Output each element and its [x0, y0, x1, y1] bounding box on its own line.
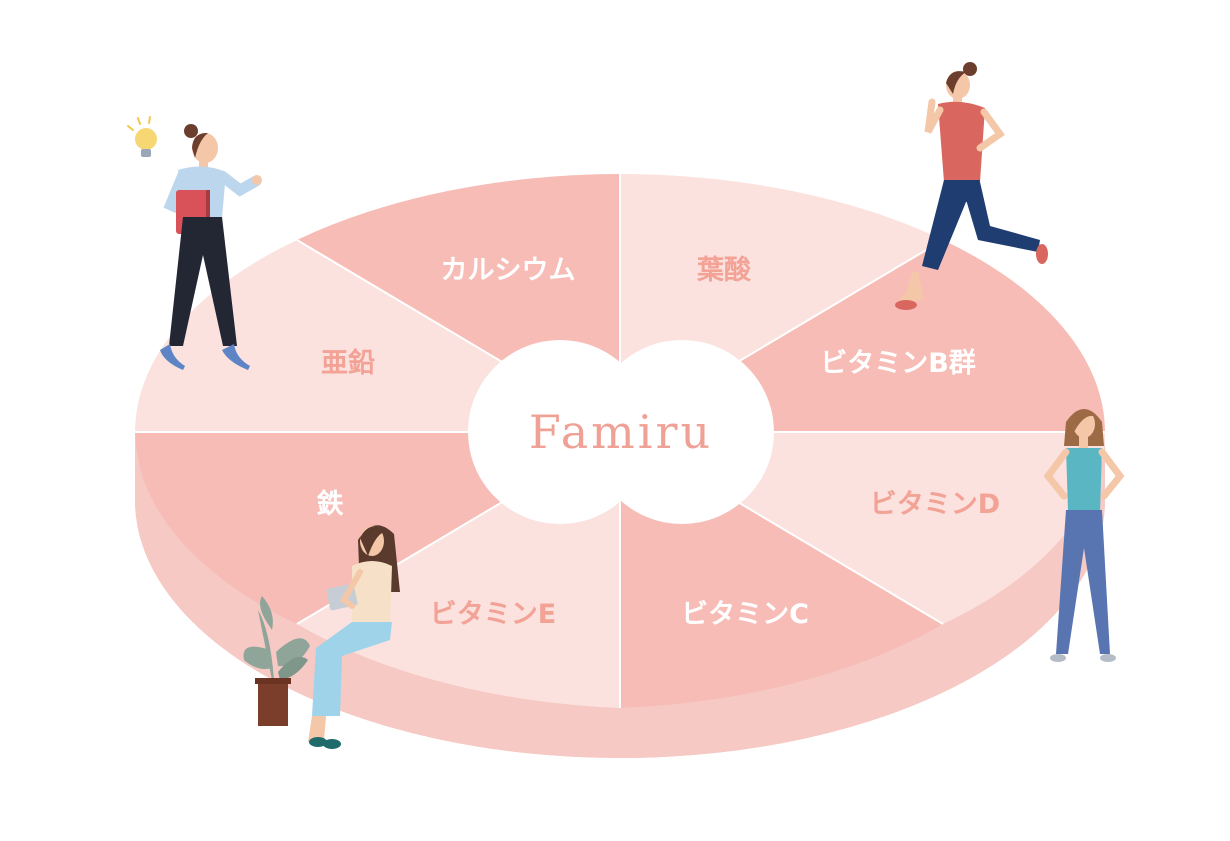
label-vitamin-e: ビタミンE	[430, 599, 556, 630]
label-vitamin-d: ビタミンD	[870, 489, 1000, 520]
label-vitamin-c: ビタミンC	[681, 599, 809, 630]
potted-plant-icon	[243, 596, 310, 726]
lightbulb-icon	[127, 116, 157, 157]
standing-woman-icon	[1043, 409, 1125, 662]
label-calcium: カルシウム	[441, 255, 576, 286]
running-woman-icon	[895, 62, 1048, 310]
label-zinc: 亜鉛	[321, 347, 375, 379]
center-hub: Famiru	[468, 340, 774, 524]
label-folic-acid: 葉酸	[696, 255, 752, 286]
segment-labels: カルシウム 葉酸 ビタミンB群 ビタミンD ビタミンC ビタミンE 鉄 亜鉛	[317, 255, 1001, 630]
brand-name: Famiru	[529, 405, 713, 459]
label-vitamin-b: ビタミンB群	[820, 348, 976, 379]
woman-with-book-and-lightbulb-icon	[127, 116, 262, 370]
label-iron: 鉄	[317, 488, 344, 520]
sitting-woman-with-tablet-icon	[308, 525, 400, 749]
